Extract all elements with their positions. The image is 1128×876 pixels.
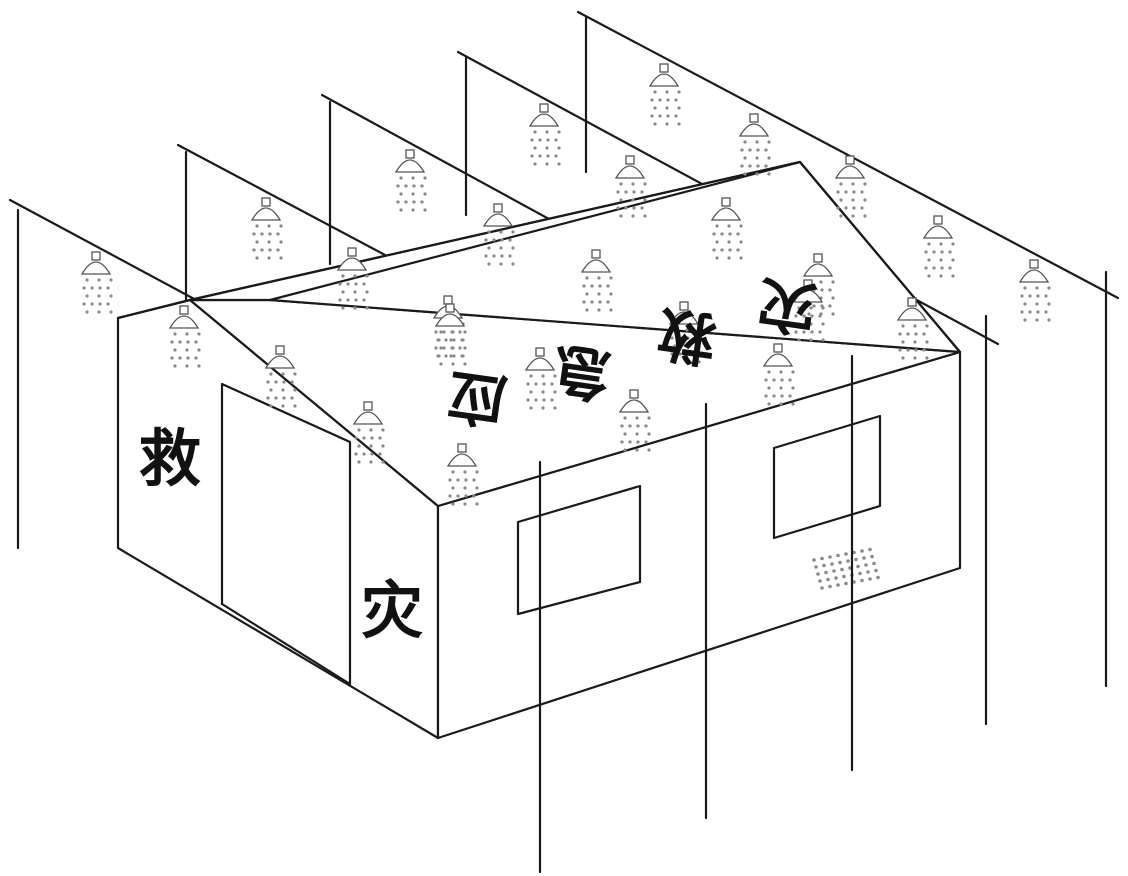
sprinkler-head-icon <box>264 345 297 408</box>
sprinkler-head-icon <box>710 197 743 260</box>
sprinkler-head-icon <box>792 279 825 342</box>
window-left <box>516 484 642 616</box>
support-posts-back <box>16 16 588 550</box>
sprinkler-head-icon <box>618 389 651 452</box>
sprinkler-head-icon <box>668 301 701 364</box>
end-wall-label-bottom: 灾 <box>361 574 423 647</box>
sprinkler-head-icon <box>250 197 283 260</box>
roof-label-2: 急 <box>548 334 615 409</box>
tent-labels: 救 灾 应 急 救 灾 <box>139 268 821 647</box>
sprinkler-head-icon <box>580 249 613 312</box>
sprinkler-head-icon <box>834 155 867 218</box>
tent-windows <box>516 414 882 616</box>
sprinkler-head-icon <box>738 113 771 176</box>
sprinkler-head-icon <box>762 343 795 406</box>
roof-label-3: 救 <box>654 298 721 373</box>
sprinkler-head-icon <box>1018 259 1051 322</box>
sprinkler-head-icon <box>446 443 479 506</box>
sprinkler-head-icon <box>528 103 561 166</box>
roof-label-4: 灾 <box>754 268 821 343</box>
sprinkler-head-icon <box>394 149 427 212</box>
sprinkler-head-icon <box>352 401 385 464</box>
sprinkler-heads <box>80 63 1051 506</box>
sprinkler-head-icon <box>434 303 467 366</box>
sprinkler-head-icon <box>482 203 515 266</box>
sprinkler-head-icon <box>922 215 955 278</box>
sprinkler-head-icon <box>80 251 113 314</box>
sprinkler-head-icon <box>896 297 929 360</box>
tent-door <box>220 382 352 686</box>
end-wall-label-top: 救 <box>139 422 201 495</box>
support-posts-front <box>538 270 1108 874</box>
sprinkler-head-icon <box>614 155 647 218</box>
sprinkler-head-icon <box>524 347 557 410</box>
roof-label-1: 应 <box>444 360 511 435</box>
window-right <box>772 414 882 540</box>
sprinkler-head-icon <box>336 247 369 310</box>
sprinkler-head-icon <box>648 63 681 126</box>
sprinkler-head-icon <box>168 305 201 368</box>
sprinkler-head-icon <box>802 253 835 316</box>
